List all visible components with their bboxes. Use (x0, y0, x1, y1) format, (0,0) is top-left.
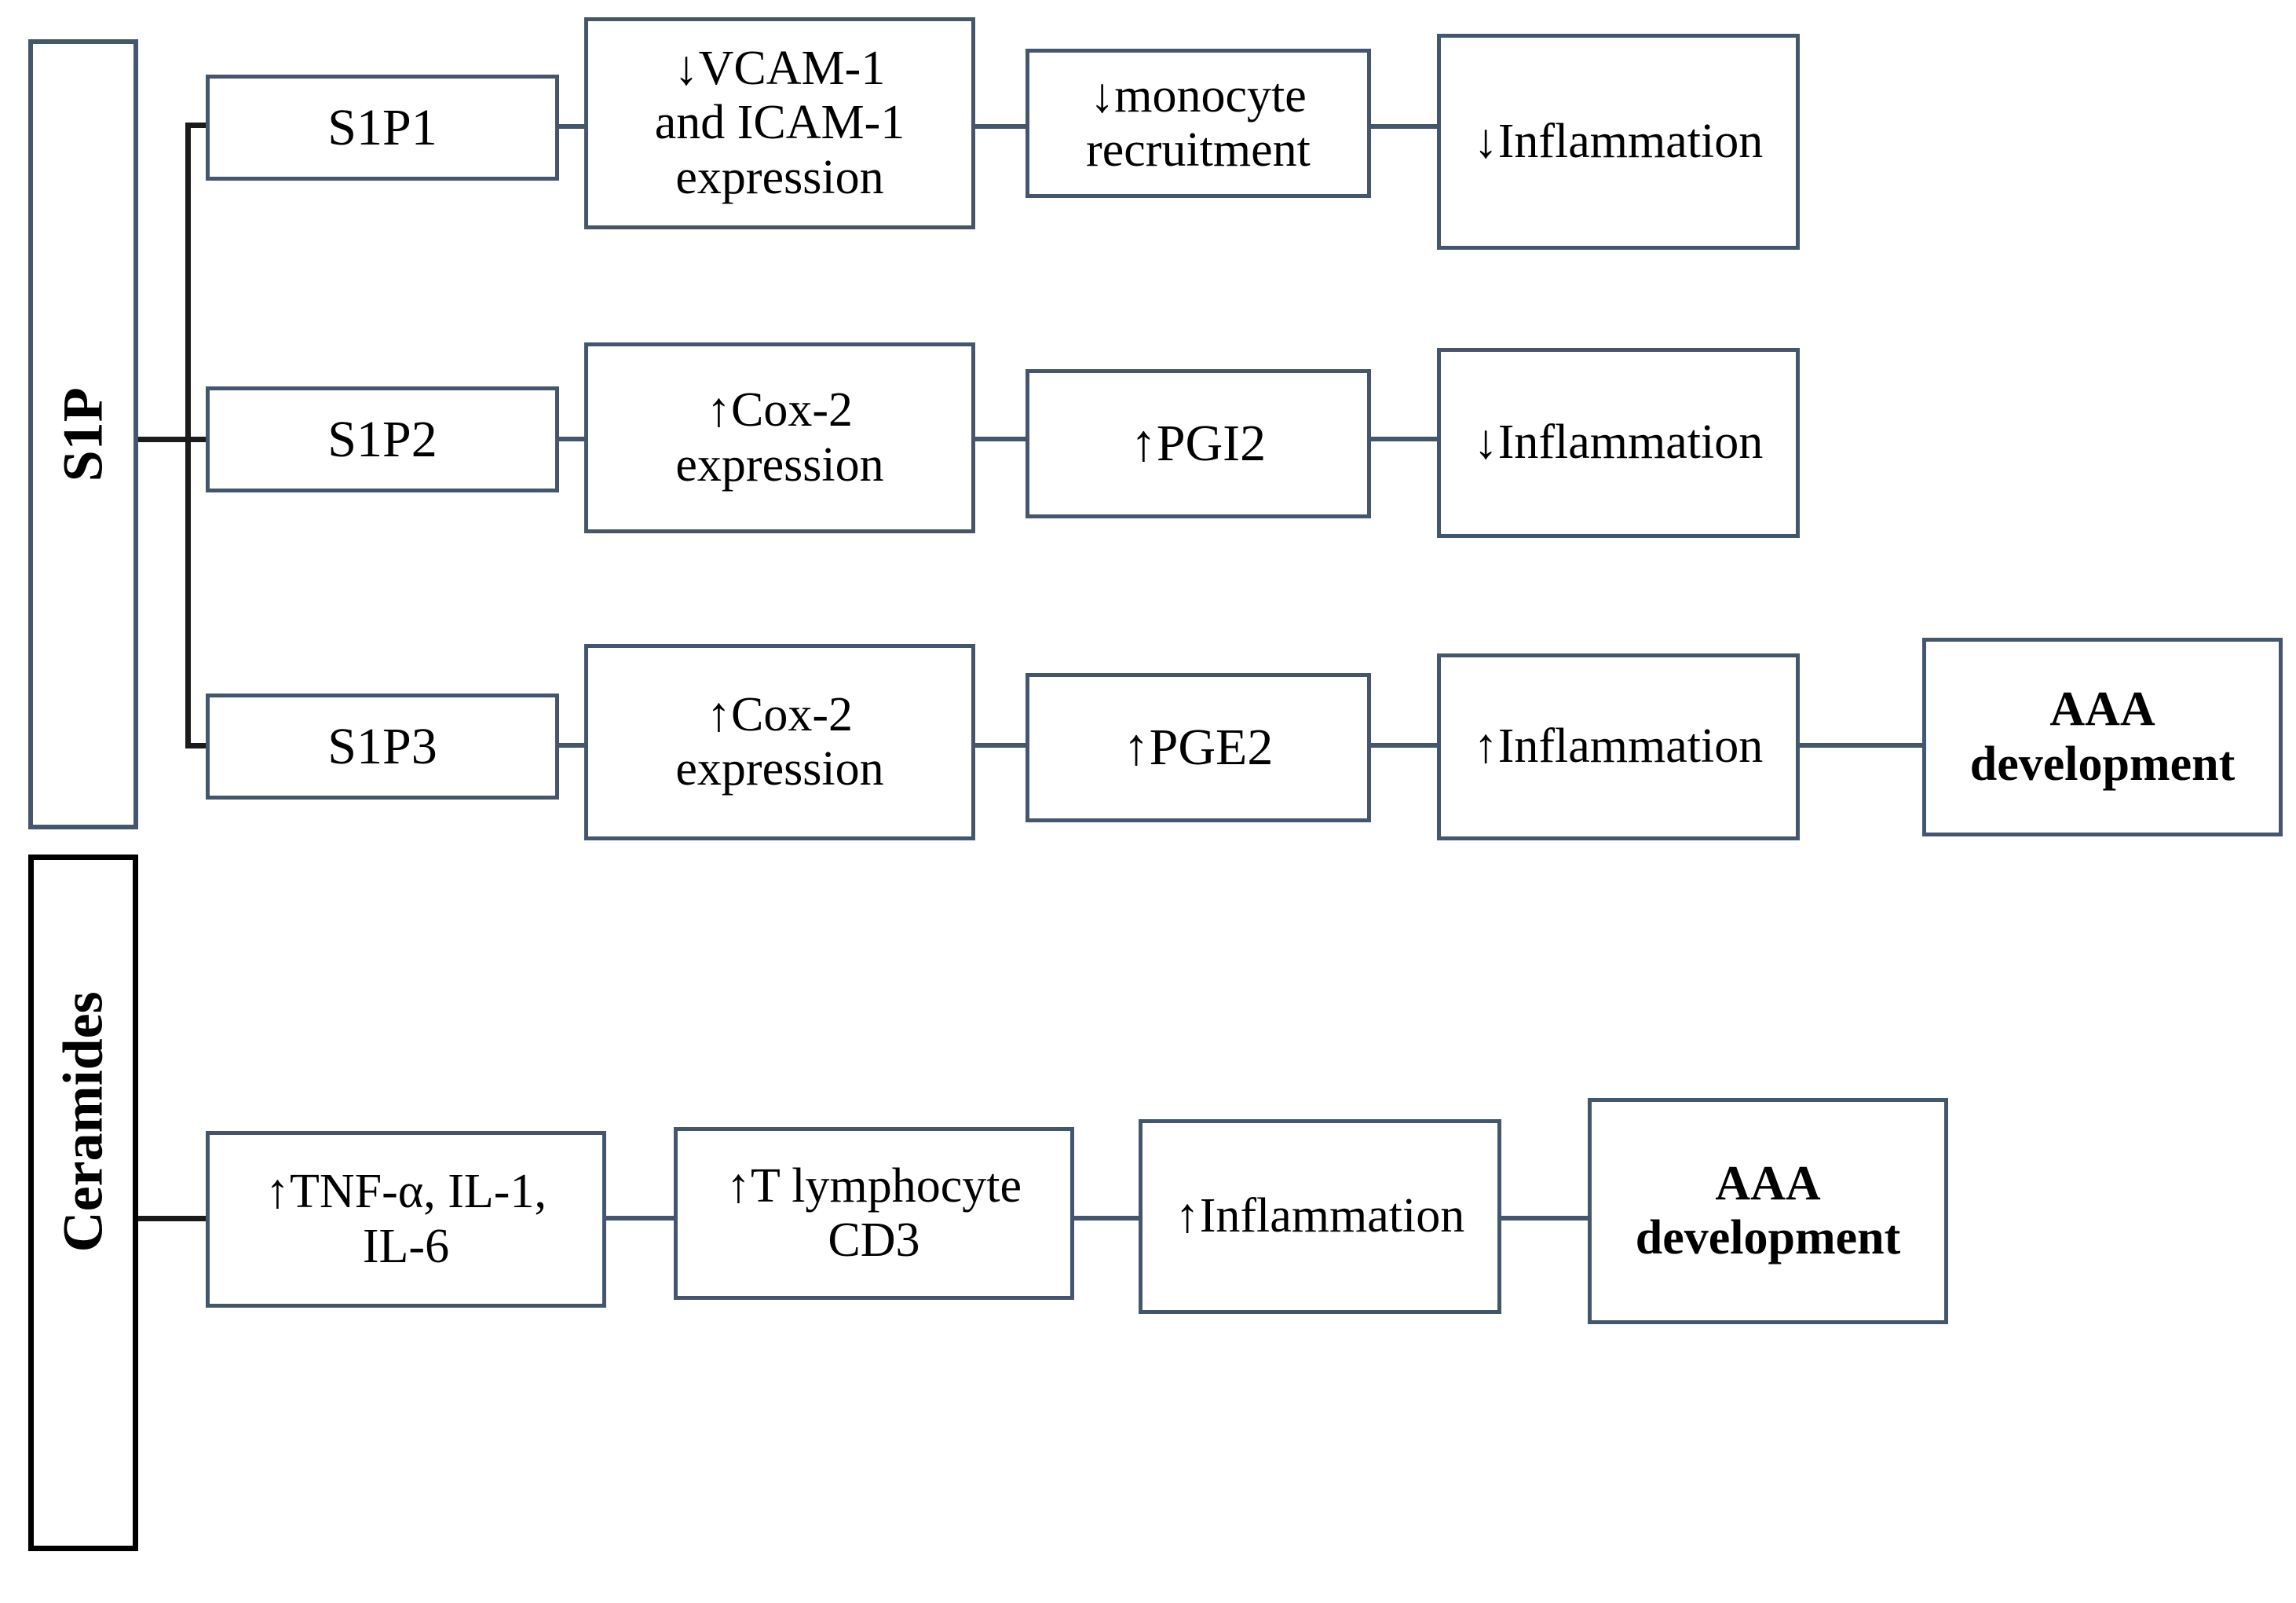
connector-s1p-stem (138, 437, 190, 442)
node-label-s1p2: S1P2 (327, 410, 437, 468)
node-cytokines-up[interactable]: ↑TNF-α, IL-1, IL-6 (206, 1131, 606, 1308)
connector-pge2-to-inflammation (1368, 743, 1440, 748)
node-label-aaa-development-1: AAA development (1969, 683, 2236, 791)
node-s1p2[interactable]: S1P2 (206, 386, 559, 492)
connector-s1p2-to-cox2 (556, 437, 587, 441)
group-label-ceramides: Ceramides (51, 991, 115, 1253)
node-vcam-icam-expression[interactable]: ↓VCAM-1 and ICAM-1 expression (584, 17, 975, 229)
node-label-inflammation-down-1: ↓Inflammation (1473, 114, 1764, 168)
node-pgi2-up[interactable]: ↑PGI2 (1026, 369, 1371, 518)
node-aaa-development-1[interactable]: AAA development (1922, 638, 2283, 836)
connector-s1p1-to-vcam (556, 124, 587, 129)
node-label-s1p3: S1P3 (327, 717, 437, 775)
group-box-ceramides: Ceramides (28, 855, 138, 1551)
node-cox2-expression-2[interactable]: ↑Cox-2 expression (584, 644, 975, 840)
node-monocyte-recruitment[interactable]: ↓monocyte recruitment (1026, 49, 1371, 198)
node-label-cytokines-up: ↑TNF-α, IL-1, IL-6 (265, 1165, 547, 1273)
connector-pgi2-to-inflammation (1368, 437, 1440, 441)
node-label-vcam-icam-expression: ↓VCAM-1 and ICAM-1 expression (654, 41, 905, 204)
connector-vcam-to-monocyte (972, 124, 1030, 129)
node-label-aaa-development-2: AAA development (1635, 1156, 1901, 1264)
node-s1p1[interactable]: S1P1 (206, 75, 559, 181)
connector-inflammation-to-aaa-2 (1498, 1216, 1591, 1221)
node-label-cox2-expression-2: ↑Cox-2 expression (675, 687, 884, 796)
node-label-inflammation-up-2: ↑Inflammation (1175, 1189, 1465, 1243)
group-box-s1p: S1P (28, 39, 138, 829)
connector-ceramides-stem (138, 1216, 248, 1221)
connector-monocyte-to-inflammation (1368, 124, 1440, 129)
group-label-s1p: S1P (51, 386, 115, 482)
node-label-pge2-up: ↑PGE2 (1123, 719, 1274, 777)
node-t-lymphocyte-cd3-up[interactable]: ↑T lymphocyte CD3 (674, 1127, 1074, 1300)
node-label-inflammation-up-1: ↑Inflammation (1473, 719, 1764, 774)
connector-cytokines-to-tlymph (603, 1216, 678, 1221)
node-label-inflammation-down-2: ↓Inflammation (1473, 415, 1764, 470)
connector-s1p-trunk (185, 123, 191, 748)
node-inflammation-down-1[interactable]: ↓Inflammation (1437, 34, 1800, 250)
connector-tlymph-to-inflammation (1071, 1216, 1142, 1221)
connector-cox2-to-pge2 (972, 743, 1030, 748)
node-s1p3[interactable]: S1P3 (206, 694, 559, 800)
connector-s1p3-to-cox2 (556, 743, 587, 748)
node-aaa-development-2[interactable]: AAA development (1588, 1098, 1948, 1324)
node-inflammation-up-2[interactable]: ↑Inflammation (1139, 1119, 1501, 1314)
node-label-s1p1: S1P1 (327, 98, 437, 156)
node-label-cox2-expression-1: ↑Cox-2 expression (675, 383, 884, 492)
node-pge2-up[interactable]: ↑PGE2 (1026, 673, 1371, 822)
node-cox2-expression-1[interactable]: ↑Cox-2 expression (584, 342, 975, 533)
node-label-monocyte-recruitment: ↓monocyte recruitment (1086, 68, 1311, 177)
node-label-pgi2-up: ↑PGI2 (1130, 415, 1267, 473)
node-label-t-lymphocyte-cd3-up: ↑T lymphocyte CD3 (726, 1158, 1022, 1267)
connector-inflammation-to-aaa-1 (1797, 743, 1927, 748)
node-inflammation-down-2[interactable]: ↓Inflammation (1437, 348, 1800, 538)
connector-cox2-to-pgi2 (972, 437, 1030, 441)
node-inflammation-up-1[interactable]: ↑Inflammation (1437, 653, 1800, 840)
